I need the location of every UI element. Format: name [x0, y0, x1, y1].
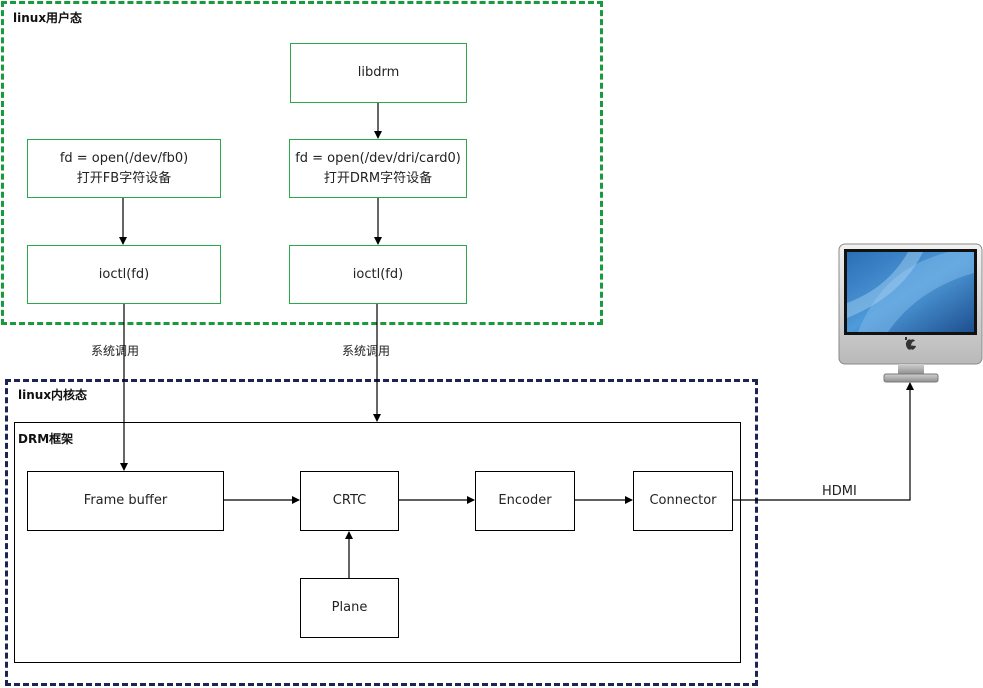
plane-box: Plane [300, 578, 399, 638]
drm-framework-title: DRM框架 [18, 432, 74, 446]
syscall-label-left: 系统调用 [91, 344, 140, 358]
ioctl-fb-box: ioctl(fd) [27, 245, 221, 304]
arrow-connector-to-monitor [733, 382, 914, 501]
libdrm-label: libdrm [357, 65, 400, 80]
drm-framework-frame [14, 422, 741, 663]
plane-label: Plane [331, 600, 368, 615]
connector-box: Connector [633, 471, 733, 531]
crtc-box: CRTC [300, 471, 399, 531]
open-dri-line2: 打开DRM字符设备 [323, 170, 433, 186]
encoder-label: Encoder [498, 493, 552, 508]
kernel-space-region [5, 379, 758, 686]
encoder-box: Encoder [475, 471, 575, 531]
kernel-space-title: linux内核态 [18, 388, 88, 402]
monitor-icon [838, 243, 983, 383]
frame-buffer-label: Frame buffer [83, 493, 168, 508]
connector-label: Connector [649, 493, 717, 508]
libdrm-box: libdrm [290, 43, 467, 103]
open-fb-box: fd = open(/dev/fb0) 打开FB字符设备 [27, 139, 221, 198]
ioctl-drm-box: ioctl(fd) [289, 245, 467, 304]
open-dri-box: fd = open(/dev/dri/card0) 打开DRM字符设备 [289, 139, 467, 198]
crtc-label: CRTC [332, 493, 367, 508]
syscall-label-right: 系统调用 [342, 344, 391, 358]
hdmi-label: HDMI [822, 484, 857, 499]
frame-buffer-box: Frame buffer [27, 471, 224, 531]
user-space-region [1, 1, 603, 325]
ioctl-fb-label: ioctl(fd) [98, 266, 150, 282]
open-fb-line2: 打开FB字符设备 [76, 170, 172, 186]
open-dri-line1: fd = open(/dev/dri/card0) [295, 150, 461, 166]
user-space-title: linux用户态 [13, 11, 83, 25]
open-fb-line1: fd = open(/dev/fb0) [59, 150, 189, 166]
ioctl-drm-label: ioctl(fd) [352, 266, 404, 282]
